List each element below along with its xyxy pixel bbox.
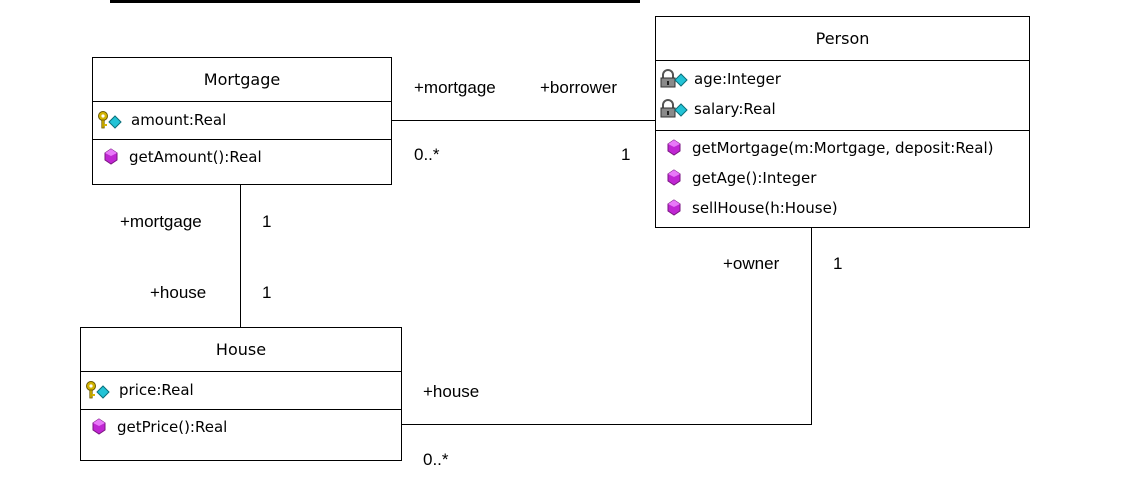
class-name: Person [656,17,1029,61]
lock-attribute-icon [660,69,690,89]
public-operation-icon [666,198,688,218]
association-line-person-house-vertical[interactable] [811,227,812,425]
operation-compartment: getPrice():Real [81,409,401,446]
multiplicity-house-end: 0..* [423,450,449,469]
attribute-label: age:Integer [694,70,781,88]
operation-row[interactable]: getPrice():Real [85,412,401,442]
role-label-person-end: +borrower [540,78,618,97]
multiplicity-mortgage-end: 0..* [414,145,440,164]
operation-row[interactable]: getAmount():Real [97,142,391,172]
operation-compartment: getAmount():Real [93,139,391,176]
association-line-mortgage-house[interactable] [240,184,241,328]
attribute-row[interactable]: age:Integer [660,64,1029,94]
operation-row[interactable]: getAge():Integer [660,163,1029,193]
role-label-house-end: +house [423,382,480,401]
public-operation-icon [103,147,125,167]
operation-label: getAge():Integer [692,169,817,187]
attribute-label: price:Real [119,381,194,399]
role-label-person-end: +owner [723,254,780,273]
public-operation-icon [91,417,113,437]
page-top-edge [110,0,640,3]
attribute-row[interactable]: price:Real [85,375,401,405]
attribute-label: amount:Real [131,111,227,129]
attribute-row[interactable]: amount:Real [97,105,391,135]
public-operation-icon [666,138,688,158]
role-label-mortgage-end: +mortgage [120,212,202,231]
association-line-person-house-horizontal[interactable] [401,424,812,425]
operation-label: getMortgage(m:Mortgage, deposit:Real) [692,139,994,157]
attribute-compartment: age:Integer salary:Real [656,61,1029,130]
multiplicity-mortgage-end: 1 [262,212,272,231]
class-house[interactable]: House price:Real getPri [80,327,402,461]
multiplicity-person-end: 1 [621,145,631,164]
class-name: Mortgage [93,58,391,102]
operation-row[interactable]: sellHouse(h:House) [660,193,1029,223]
operation-label: getAmount():Real [129,148,262,166]
attribute-label: salary:Real [694,100,776,118]
operation-compartment: getMortgage(m:Mortgage, deposit:Real) ge… [656,130,1029,227]
class-name: House [81,328,401,372]
attribute-compartment: amount:Real [93,102,391,139]
operation-row[interactable]: getMortgage(m:Mortgage, deposit:Real) [660,133,1029,163]
class-mortgage[interactable]: Mortgage amount:Real ge [92,57,392,185]
multiplicity-house-end: 1 [262,283,272,302]
role-label-mortgage-end: +mortgage [414,78,496,97]
operation-label: sellHouse(h:House) [692,199,838,217]
attribute-row[interactable]: salary:Real [660,94,1029,124]
public-operation-icon [666,168,688,188]
lock-attribute-icon [660,99,690,119]
role-label-house-end: +house [150,283,207,302]
association-line-mortgage-person[interactable] [392,120,656,121]
key-attribute-icon [97,110,127,130]
operation-label: getPrice():Real [117,418,228,436]
class-person[interactable]: Person age:Integer [655,16,1030,228]
attribute-compartment: price:Real [81,372,401,409]
multiplicity-person-end: 1 [833,254,843,273]
key-attribute-icon [85,380,115,400]
